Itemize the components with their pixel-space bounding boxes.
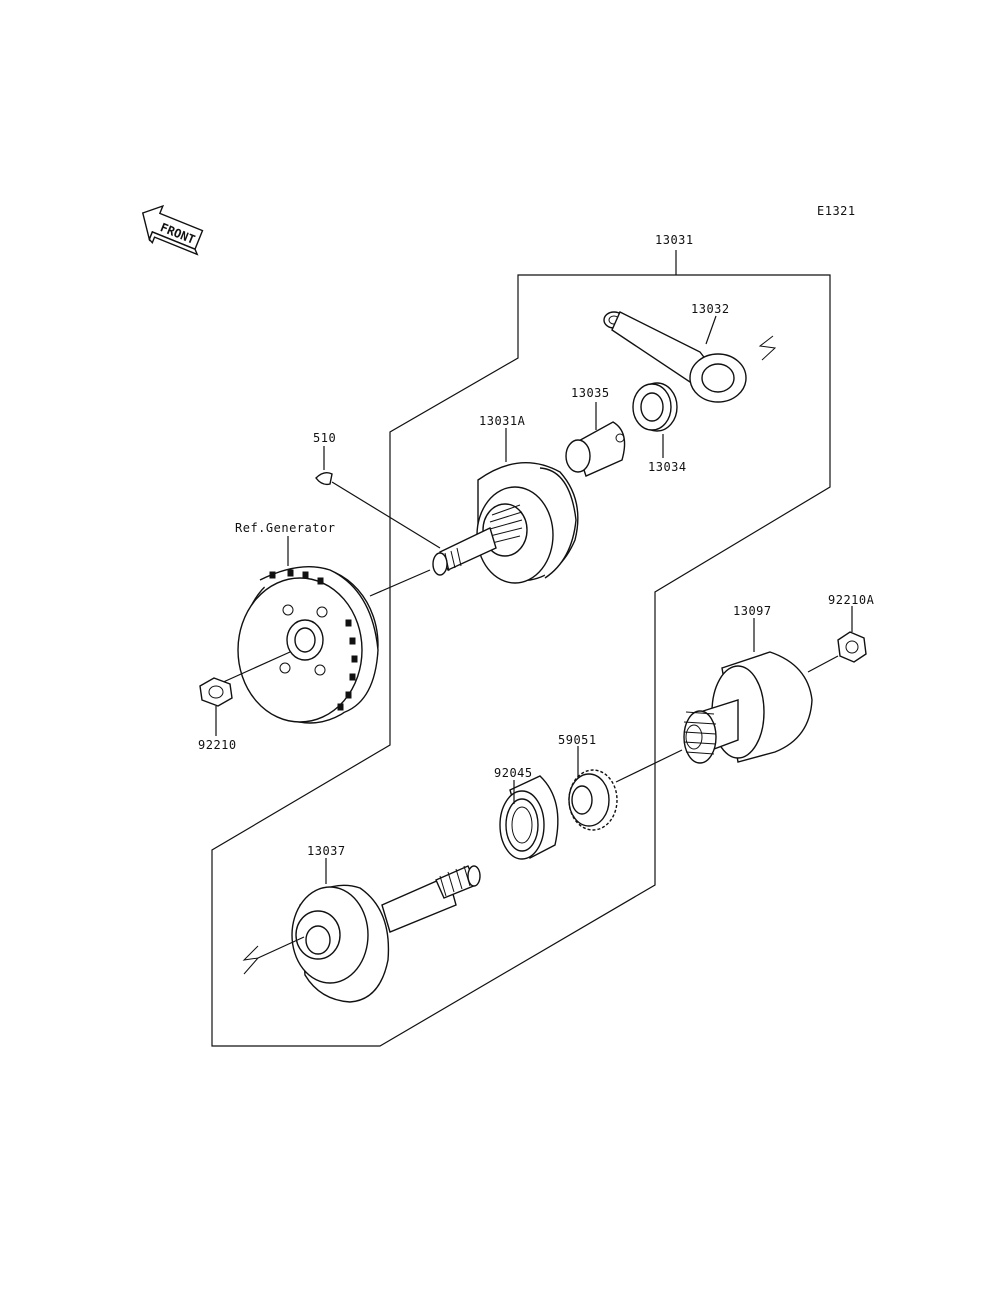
part-label-ref-generator[interactable]: Ref.Generator: [235, 521, 336, 535]
flange-nut-92210: [199, 677, 233, 707]
ball-bearing: [499, 775, 559, 860]
gear-59051: [568, 769, 618, 831]
front-arrow-icon: FRONT: [141, 204, 204, 256]
balancer-weight: [683, 651, 813, 764]
part-label-13032[interactable]: 13032: [691, 302, 730, 316]
assembly-outline-13031: [211, 250, 831, 1047]
woodruff-key: [315, 471, 441, 549]
part-label-13031[interactable]: 13031: [655, 233, 694, 247]
generator-rotor: [209, 565, 379, 724]
part-label-92210a[interactable]: 92210A: [828, 593, 875, 607]
crankshaft-left: [242, 865, 481, 1003]
crank-pin: [565, 421, 626, 477]
crankshaft-right: [432, 462, 579, 584]
needle-bearing: [632, 382, 678, 432]
part-label-13031a[interactable]: 13031A: [479, 414, 526, 428]
part-label-13034[interactable]: 13034: [648, 460, 687, 474]
flange-nut-92210a: [807, 631, 867, 673]
part-label-13037[interactable]: 13037: [307, 844, 346, 858]
part-label-13097[interactable]: 13097: [733, 604, 772, 618]
part-label-510[interactable]: 510: [313, 431, 337, 445]
connecting-rod: [603, 311, 777, 403]
diagram-code: E1321: [817, 204, 856, 218]
leader-lines: [215, 315, 853, 884]
part-label-92210[interactable]: 92210: [198, 738, 237, 752]
part-label-92045[interactable]: 92045: [494, 766, 533, 780]
part-label-59051[interactable]: 59051: [558, 733, 597, 747]
part-label-13035[interactable]: 13035: [571, 386, 610, 400]
